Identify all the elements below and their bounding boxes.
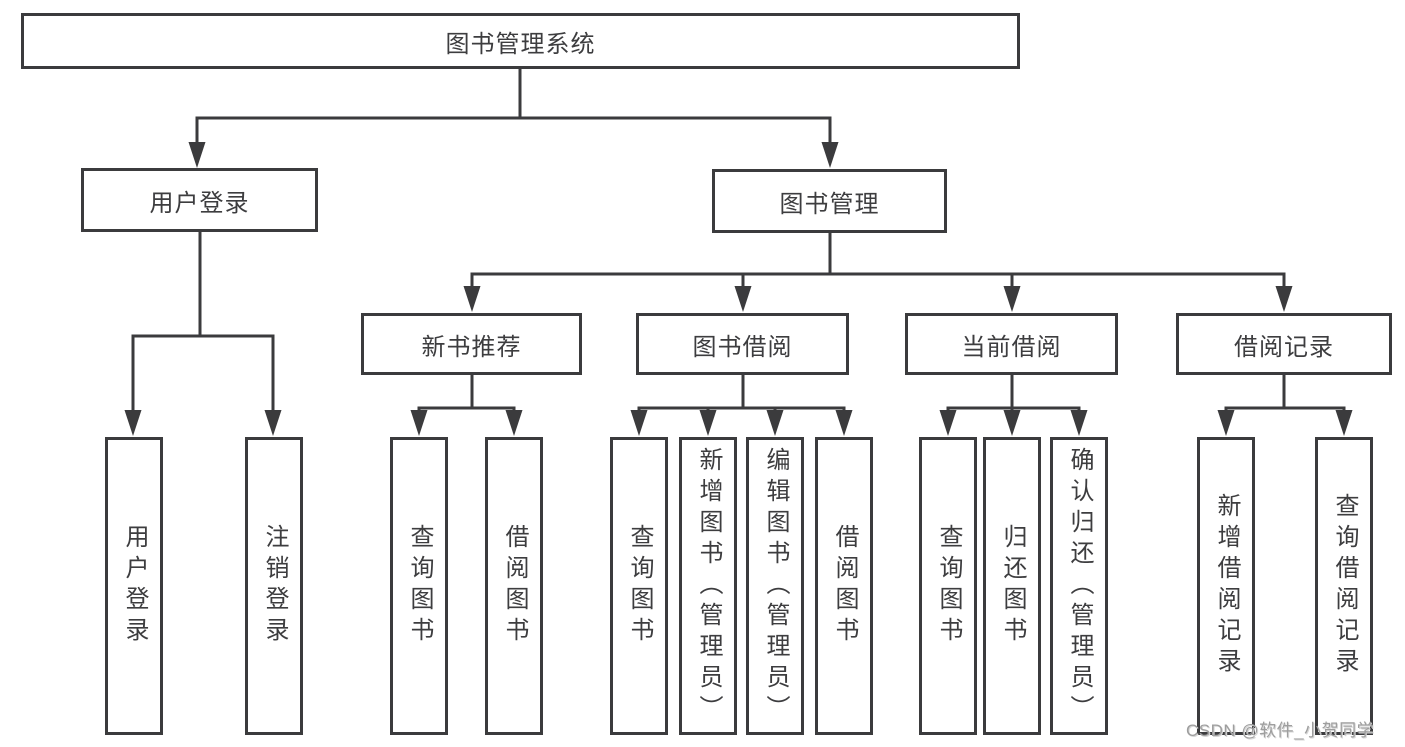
leaf-recommend-borrow-book: 借阅图书 [485,437,543,735]
leaf-label: 查询借阅记录 [1331,493,1358,679]
leaf-label: 借阅图书 [501,524,528,648]
leaf-logout-login: 注销登录 [245,437,303,735]
node-book-borrow: 图书借阅 [636,313,849,375]
node-borrow-record: 借阅记录 [1176,313,1392,375]
node-user-login: 用户登录 [81,168,318,232]
csdn-watermark: CSDN @软件_小贺同学 [1186,721,1375,740]
node-current-borrow: 当前借阅 [905,313,1118,375]
node-root: 图书管理系统 [21,13,1020,69]
leaf-label: 查询图书 [406,524,433,648]
node-new-book-recommend: 新书推荐 [361,313,582,375]
leaf-record-query-record: 查询借阅记录 [1315,437,1373,735]
leaf-current-confirm-return-admin: 确认归还（管理员） [1050,437,1108,735]
leaf-user-login: 用户登录 [105,437,163,735]
leaf-label: 归还图书 [999,524,1026,648]
leaf-label: 注销登录 [261,524,288,648]
leaf-label: 编辑图书（管理员） [762,446,789,726]
leaf-borrow-add-book-admin: 新增图书（管理员） [679,437,737,735]
node-book-management: 图书管理 [712,169,947,233]
leaf-label: 新增图书（管理员） [695,446,722,726]
leaf-current-return-book: 归还图书 [983,437,1041,735]
leaf-record-add-record: 新增借阅记录 [1197,437,1255,735]
leaf-label: 查询图书 [626,524,653,648]
leaf-label: 新增借阅记录 [1213,493,1240,679]
leaf-label: 借阅图书 [831,524,858,648]
leaf-borrow-edit-book-admin: 编辑图书（管理员） [746,437,804,735]
leaf-borrow-borrow-book: 借阅图书 [815,437,873,735]
leaf-label: 确认归还（管理员） [1066,446,1093,726]
leaf-label: 用户登录 [121,524,148,648]
leaf-current-query-book: 查询图书 [919,437,977,735]
leaf-label: 查询图书 [935,524,962,648]
leaf-recommend-query-book: 查询图书 [390,437,448,735]
leaf-borrow-query-book: 查询图书 [610,437,668,735]
